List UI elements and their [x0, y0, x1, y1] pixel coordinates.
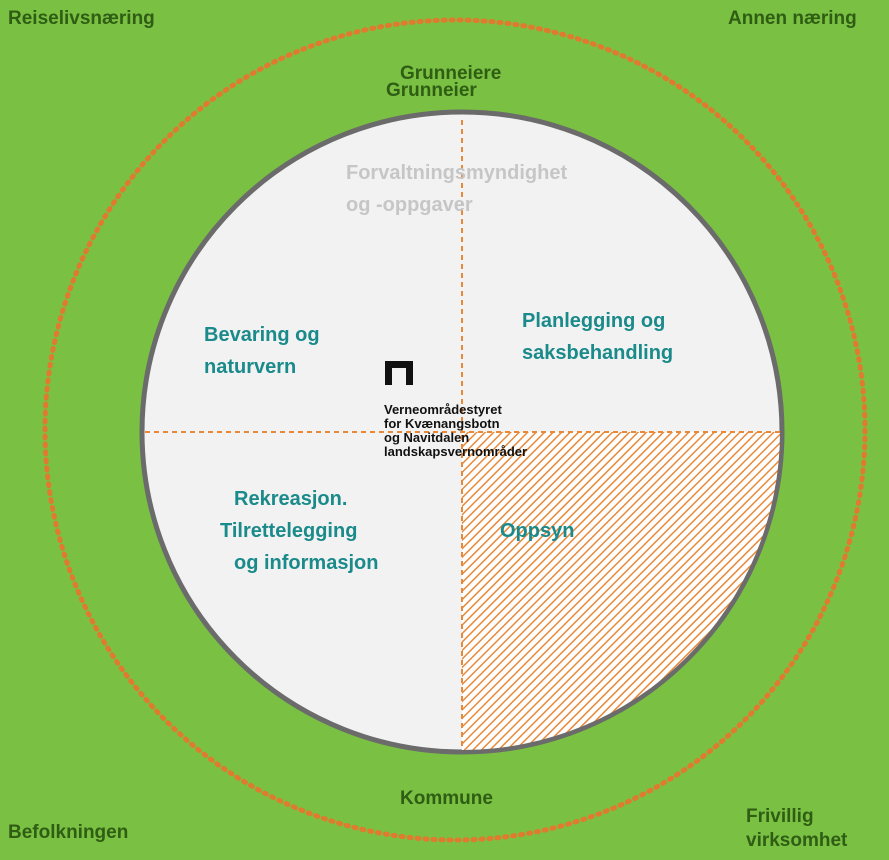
label-voluntary-line1: Frivillig [746, 806, 814, 827]
label-supervision: Oppsyn [500, 520, 575, 542]
label-recreation-line2: Tilrettelegging [220, 520, 358, 542]
label-landowners: Grunneiere [400, 63, 502, 84]
label-municipality: Kommune [400, 788, 493, 809]
label-planning-line1: Planlegging og [522, 310, 666, 332]
label-population: Befolkningen [8, 822, 129, 843]
label-recreation-line1: Rekreasjon. [234, 488, 348, 510]
logo-line-4: landskapsvernområder [384, 444, 528, 459]
label-other-industry: Annen næring [728, 8, 857, 29]
board-logo-icon [385, 361, 413, 385]
label-conservation-line2: naturvern [204, 356, 297, 378]
label-planning-line2: saksbehandling [522, 342, 674, 364]
logo-line-3: og Navitdalen [384, 430, 470, 445]
label-recreation-line3: og informasjon [234, 552, 379, 574]
label-conservation-line1: Bevaring og [204, 324, 320, 346]
label-management-line2: og -oppgaver [346, 194, 473, 216]
label-landowner: Grunneier [386, 80, 477, 101]
label-tourism: Reiselivsnæring [8, 8, 155, 29]
outer-dotted-ring [42, 17, 868, 843]
board-logo-text: Verneområdestyret for Kvænangsbotn og Na… [384, 403, 527, 459]
label-management-line1: Forvaltningsmyndighet [346, 162, 568, 184]
logo-line-1: Verneområdestyret [384, 402, 502, 417]
oppsyn-hatched-area [462, 432, 780, 750]
logo-line-2: for Kvænangsbotn [384, 416, 500, 431]
label-voluntary-line2: virksomhet [746, 830, 848, 851]
